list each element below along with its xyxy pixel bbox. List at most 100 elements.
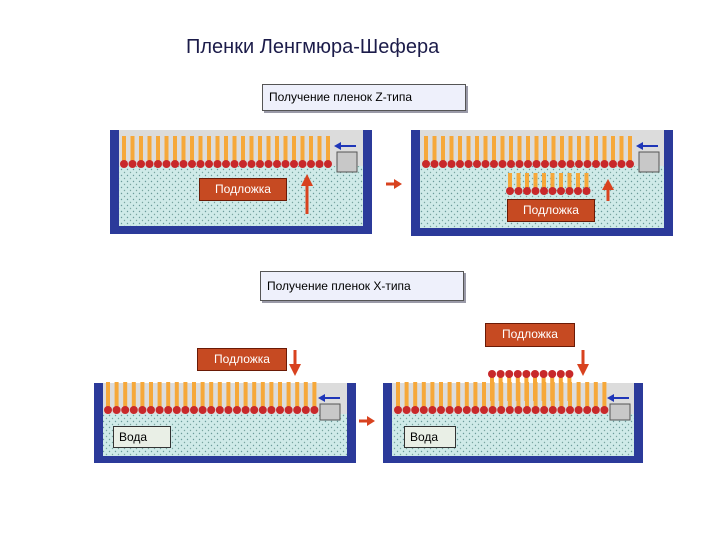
molecule-head bbox=[558, 160, 566, 168]
barrier bbox=[319, 403, 341, 421]
molecule-head bbox=[541, 160, 549, 168]
molecule-head bbox=[276, 406, 284, 414]
molecule-tail bbox=[243, 382, 248, 410]
molecule-tail bbox=[183, 382, 188, 410]
molecule-tail bbox=[567, 173, 572, 191]
molecule-tail bbox=[209, 382, 214, 410]
molecule-tail bbox=[560, 136, 564, 164]
molecule-tail bbox=[224, 136, 228, 164]
molecule-tail bbox=[252, 382, 257, 410]
molecule-head bbox=[523, 187, 531, 195]
molecule-head bbox=[565, 370, 574, 378]
molecule-tail bbox=[295, 382, 300, 410]
molecule-tail bbox=[317, 136, 322, 164]
molecule-head bbox=[454, 406, 463, 414]
molecule-head bbox=[179, 160, 188, 168]
water-label-right: Вода bbox=[404, 426, 456, 448]
molecule-head bbox=[298, 160, 307, 168]
molecule-tail bbox=[312, 382, 317, 410]
molecule-head bbox=[565, 187, 574, 195]
molecule-head bbox=[138, 406, 147, 414]
barrier-arrow-icon bbox=[318, 394, 340, 402]
molecule-tail bbox=[594, 136, 598, 164]
molecule-tail bbox=[492, 136, 496, 164]
molecule-head bbox=[394, 406, 402, 414]
molecule-head bbox=[172, 406, 181, 414]
molecule-tail bbox=[576, 173, 580, 191]
molecule-tail bbox=[534, 136, 539, 164]
molecule-head bbox=[181, 406, 190, 414]
molecule-head bbox=[430, 160, 439, 168]
molecule-head bbox=[281, 160, 290, 168]
molecule-tail bbox=[207, 136, 211, 164]
page-title: Пленки Ленгмюра-Шефера bbox=[186, 36, 440, 58]
barrier-arrow-icon bbox=[636, 142, 658, 150]
substrate-x-top-right: Подложка bbox=[485, 323, 575, 347]
molecule-head bbox=[230, 160, 239, 168]
substrate-z-right: Подложка bbox=[507, 199, 595, 222]
molecule-head bbox=[522, 370, 531, 378]
molecule-head bbox=[437, 406, 445, 414]
molecule-head bbox=[513, 370, 522, 378]
water-label-left: Вода bbox=[113, 426, 171, 448]
molecule-tail bbox=[441, 136, 445, 164]
molecule-tail bbox=[326, 136, 330, 164]
molecule-head bbox=[617, 160, 626, 168]
molecule-tail bbox=[278, 382, 282, 410]
molecule-head bbox=[531, 406, 540, 414]
molecule-head bbox=[267, 406, 276, 414]
molecule-tail bbox=[475, 136, 479, 164]
molecule-tail bbox=[593, 382, 598, 410]
molecule-tail bbox=[619, 136, 624, 164]
molecule-tail bbox=[413, 382, 418, 410]
barrier bbox=[336, 151, 358, 173]
molecule-tail bbox=[584, 173, 589, 191]
molecule-head bbox=[273, 160, 281, 168]
molecule-head bbox=[196, 160, 205, 168]
molecule-head bbox=[507, 160, 515, 168]
molecule-tail bbox=[200, 382, 205, 410]
monolayer-z-left bbox=[120, 136, 332, 168]
molecule-head bbox=[171, 160, 179, 168]
molecule-tail bbox=[139, 136, 143, 164]
molecule-tail bbox=[106, 382, 110, 410]
molecule-tail bbox=[515, 374, 520, 401]
transferred-layer bbox=[488, 370, 574, 401]
molecule-tail bbox=[114, 382, 119, 410]
molecule-tail bbox=[559, 173, 563, 191]
molecule-tail bbox=[508, 173, 512, 191]
molecule-tail bbox=[166, 382, 171, 410]
molecule-head bbox=[582, 187, 591, 195]
molecule-head bbox=[583, 160, 592, 168]
molecule-tail bbox=[439, 382, 443, 410]
molecule-tail bbox=[404, 382, 409, 410]
molecule-head bbox=[315, 160, 324, 168]
up-arrow-icon bbox=[602, 179, 614, 201]
trough-x-left bbox=[94, 350, 356, 463]
molecule-head bbox=[129, 406, 138, 414]
molecule-head bbox=[609, 160, 617, 168]
barrier bbox=[609, 403, 631, 421]
molecule-tail bbox=[611, 136, 615, 164]
molecule-tail bbox=[464, 382, 469, 410]
molecule-tail bbox=[286, 382, 291, 410]
molecule-tail bbox=[525, 173, 529, 191]
up-arrow-icon bbox=[301, 174, 313, 214]
molecule-head bbox=[213, 160, 222, 168]
molecule-head bbox=[155, 406, 164, 414]
molecule-head bbox=[222, 160, 230, 168]
molecule-tail bbox=[232, 136, 237, 164]
barrier-arrow-icon bbox=[334, 142, 356, 150]
molecule-tail bbox=[421, 382, 426, 410]
molecule-head bbox=[548, 187, 557, 195]
molecule-head bbox=[224, 406, 233, 414]
molecule-tail bbox=[432, 136, 437, 164]
molecule-head bbox=[556, 370, 565, 378]
molecule-head bbox=[506, 187, 514, 195]
molecule-head bbox=[258, 406, 267, 414]
molecule-tail bbox=[174, 382, 179, 410]
molecule-head bbox=[256, 160, 264, 168]
molecule-head bbox=[147, 406, 155, 414]
molecule-tail bbox=[217, 382, 222, 410]
